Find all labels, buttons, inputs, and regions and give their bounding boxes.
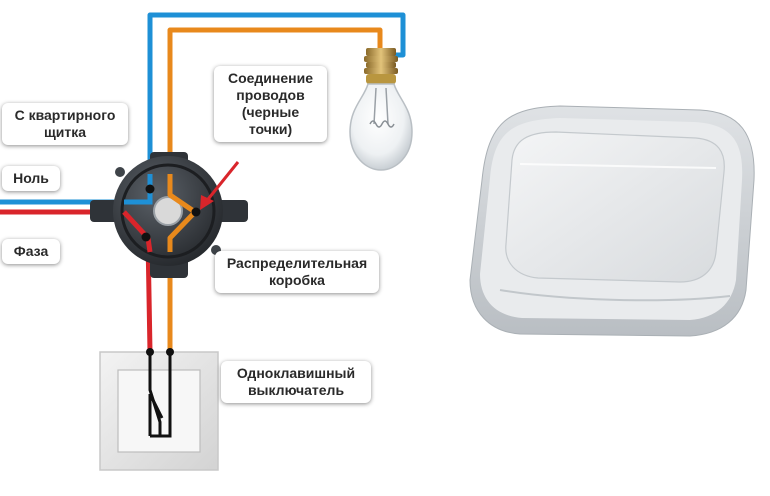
label-neutral: Ноль bbox=[2, 166, 60, 191]
label-line: коробка bbox=[269, 272, 325, 288]
label-line: (черные bbox=[241, 104, 300, 120]
connection-dot-phase bbox=[141, 232, 151, 242]
label-line: точки) bbox=[248, 121, 293, 137]
connection-dot-switched bbox=[191, 207, 201, 217]
label-line: выключатель bbox=[247, 382, 345, 398]
label-line: С квартирного bbox=[14, 107, 116, 123]
label-phase: Фаза bbox=[2, 239, 60, 264]
label-from-panel: С квартирного щитка bbox=[2, 103, 128, 145]
connection-dot-neutral bbox=[145, 184, 155, 194]
junction-box bbox=[90, 152, 248, 278]
connection-arrow bbox=[200, 161, 240, 210]
label-line: Ноль bbox=[13, 170, 49, 186]
switch-photo bbox=[469, 105, 755, 337]
light-bulb bbox=[349, 48, 413, 171]
label-line: Распределительная bbox=[226, 255, 368, 271]
label-line: Соединение bbox=[227, 70, 314, 86]
label-line: Одноклавишный bbox=[236, 365, 356, 381]
schematic-switch bbox=[99, 348, 219, 471]
label-line: проводов bbox=[236, 87, 305, 103]
label-single-switch: Одноклавишный выключатель bbox=[221, 361, 371, 403]
label-line: Фаза bbox=[13, 243, 49, 259]
label-wire-connection: Соединение проводов (черные точки) bbox=[214, 66, 327, 142]
label-line: щитка bbox=[43, 124, 87, 140]
label-junction-box: Распределительная коробка bbox=[215, 251, 379, 293]
